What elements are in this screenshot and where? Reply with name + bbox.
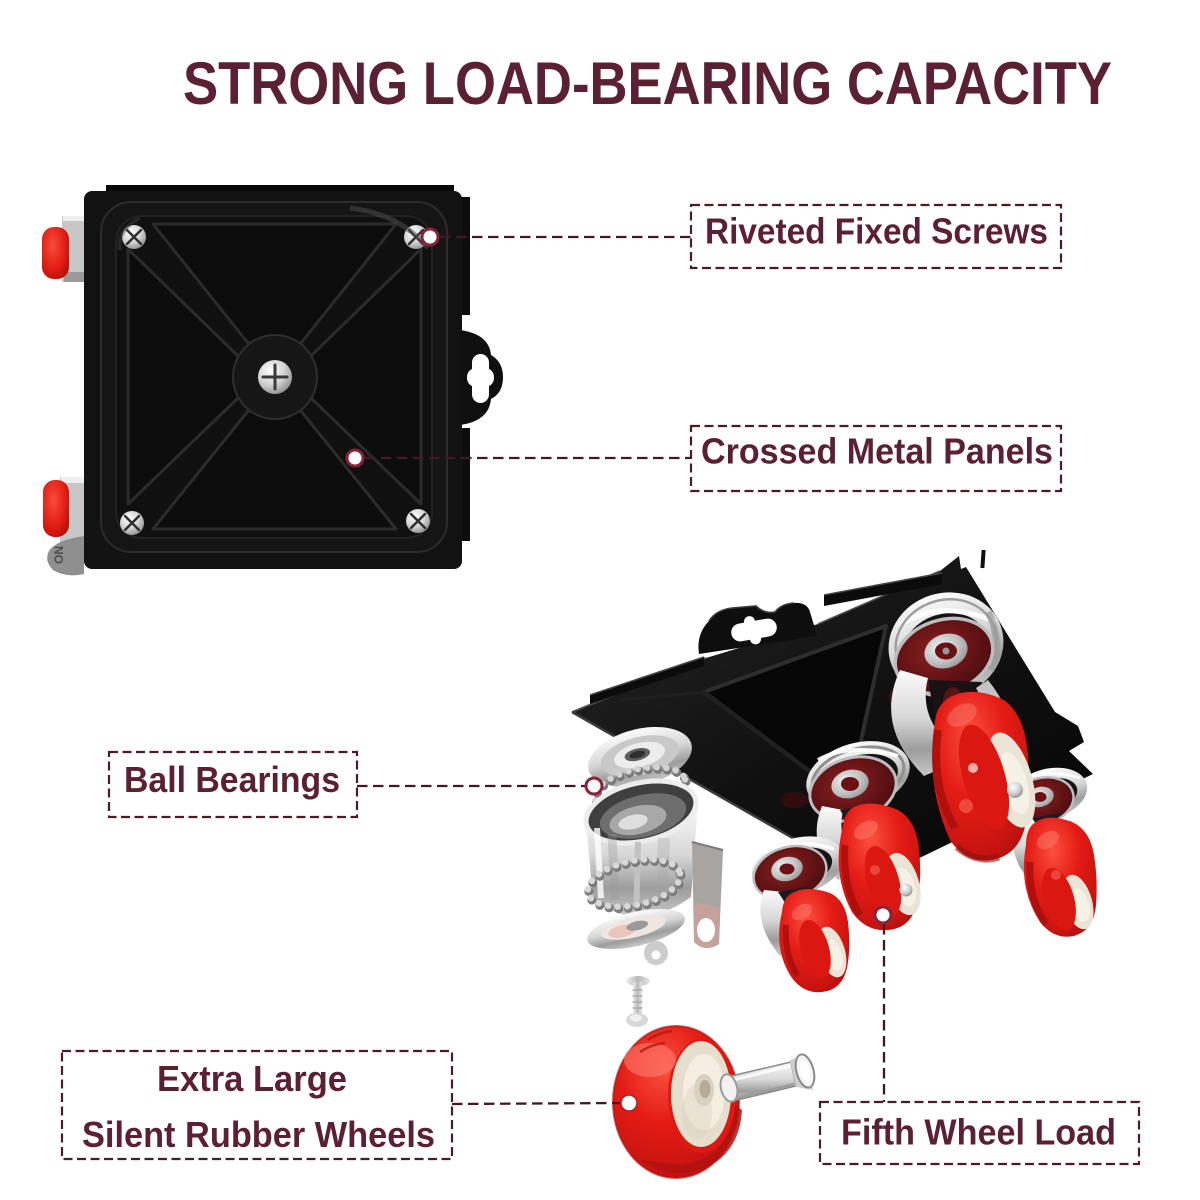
svg-text:Riveted Fixed Screws: Riveted Fixed Screws [705, 211, 1048, 252]
svg-text:Ball Bearings: Ball Bearings [124, 759, 340, 800]
svg-text:Fifth Wheel Load: Fifth Wheel Load [841, 1112, 1116, 1153]
svg-text:Extra Large: Extra Large [157, 1058, 347, 1099]
svg-text:Silent Rubber Wheels: Silent Rubber Wheels [82, 1114, 435, 1155]
svg-text:ON: ON [52, 546, 66, 564]
svg-text:STRONG LOAD-BEARING CAPACITY: STRONG LOAD-BEARING CAPACITY [183, 50, 1112, 117]
svg-text:Crossed Metal Panels: Crossed Metal Panels [701, 431, 1053, 472]
